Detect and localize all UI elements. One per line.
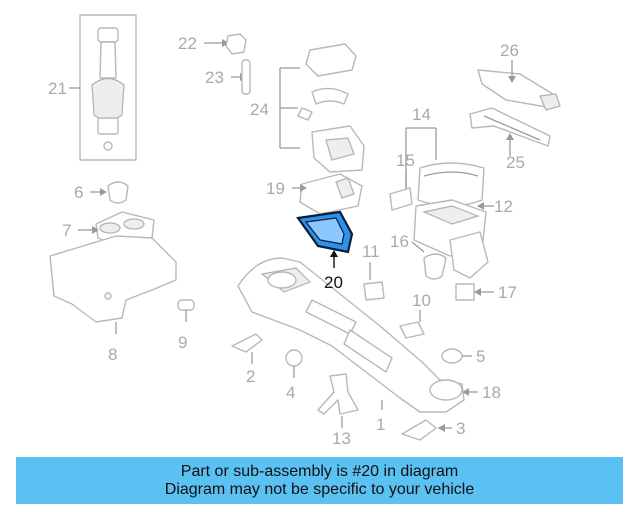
callout-15: 15 [396, 151, 415, 170]
part-23 [231, 59, 251, 95]
callout-3: 3 [456, 419, 465, 438]
callout-4: 4 [286, 383, 295, 402]
part-2 [231, 333, 263, 364]
callout-8: 8 [108, 345, 117, 364]
part-6-cup-insert [90, 181, 129, 204]
banner-line-2: Diagram may not be specific to your vehi… [164, 480, 475, 498]
info-banner: Part or sub-assembly is #20 in diagram D… [16, 457, 623, 504]
callout-6: 6 [74, 183, 83, 202]
part-5 [441, 348, 472, 364]
part-13-bracket [317, 373, 359, 428]
part-11 [363, 262, 385, 301]
part-10 [399, 310, 425, 339]
callout-23: 23 [205, 68, 224, 87]
part-1-center-console [237, 257, 465, 413]
part-9 [177, 299, 195, 322]
banner-line-1: Part or sub-assembly is #20 in diagram [180, 462, 459, 480]
part-4-knob [285, 349, 303, 378]
part-25-armrest-slide [469, 107, 551, 156]
part-15-clip [389, 170, 413, 211]
part-3 [401, 419, 452, 441]
callout-20[interactable]: 20 [324, 273, 343, 292]
part-12-storage-box [413, 199, 494, 279]
callout-9: 9 [178, 333, 187, 352]
part-21-shift-boot [69, 14, 137, 161]
callout-19: 19 [266, 179, 285, 198]
callout-17: 17 [498, 283, 517, 302]
callout-7: 7 [62, 221, 71, 240]
callout-21: 21 [48, 79, 67, 98]
callout-24: 24 [250, 100, 269, 119]
part-26-armrest-cover [477, 60, 561, 111]
callout-16: 16 [390, 232, 409, 251]
callout-10: 10 [412, 291, 431, 310]
part-19-shift-trim [292, 173, 363, 215]
callout-26: 26 [500, 41, 519, 60]
callout-1: 1 [376, 415, 385, 434]
part-14-lid [405, 127, 485, 207]
callout-11: 11 [362, 242, 380, 261]
part-17 [455, 283, 494, 301]
part-22 [204, 33, 247, 55]
callout-25: 25 [506, 153, 525, 172]
part-18 [462, 388, 478, 396]
part-8-console-base [49, 235, 177, 334]
part-20-highlighted[interactable] [296, 210, 354, 268]
part-16-cup [411, 241, 447, 280]
part-24-shift-trim [279, 43, 365, 173]
callout-18: 18 [482, 383, 501, 402]
callout-5: 5 [476, 347, 485, 366]
callout-12: 12 [494, 197, 513, 216]
callout-2: 2 [246, 367, 255, 386]
callout-14: 14 [412, 105, 431, 124]
callout-13: 13 [332, 429, 351, 448]
callout-22: 22 [178, 34, 197, 53]
